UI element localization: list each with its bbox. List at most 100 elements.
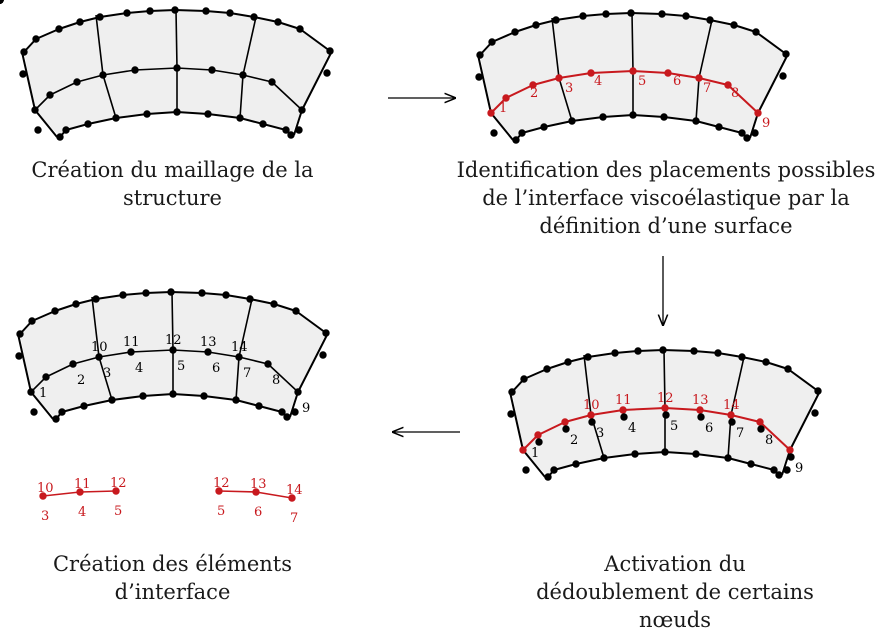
mesh-node (295, 126, 303, 134)
node-number-label: 7 (736, 426, 744, 441)
node-number-label: 1 (499, 101, 507, 116)
mesh-node (232, 396, 240, 404)
mesh-node (587, 69, 595, 77)
mesh-node (522, 466, 530, 474)
mesh-node (738, 353, 746, 361)
mesh-node (724, 454, 732, 462)
mesh-node (786, 446, 794, 454)
mesh-node (555, 74, 563, 82)
mesh-node (51, 307, 59, 315)
mesh-edge (522, 407, 791, 451)
mesh-edge (30, 349, 299, 393)
node-number-label: 8 (765, 433, 773, 448)
mesh-node (236, 114, 244, 122)
mesh-node (706, 16, 714, 24)
mesh-node (507, 410, 515, 418)
mesh-node (475, 73, 483, 81)
mesh-node (200, 392, 208, 400)
node-number-label: 13 (250, 477, 267, 492)
node-number-label: 12 (657, 391, 674, 406)
caption-line: Activation du (604, 552, 746, 576)
mesh-node (143, 110, 151, 118)
mesh-node (490, 129, 498, 137)
mesh-node (34, 126, 42, 134)
mesh-node (39, 492, 47, 500)
mesh-node (770, 466, 778, 474)
node-number-label: 5 (217, 504, 225, 519)
node-number-label: 2 (77, 373, 85, 388)
mesh-node (169, 346, 177, 354)
node-number-label: 2 (530, 86, 538, 101)
node-number-label: 9 (795, 461, 803, 476)
mesh-node (55, 25, 63, 33)
mesh-node (76, 488, 84, 496)
mesh-node (508, 388, 516, 396)
mesh-node (587, 411, 595, 419)
mesh-node (167, 288, 175, 296)
mesh-node (252, 488, 260, 496)
node-number-label: 12 (213, 476, 230, 491)
mesh-node (95, 353, 103, 361)
mesh-node (278, 408, 286, 416)
node-number-label: 1 (531, 446, 539, 461)
node-number-label: 11 (123, 335, 140, 350)
mesh-node (775, 471, 783, 479)
mesh-node (568, 117, 576, 125)
caption-line: Création des éléments (52, 552, 293, 576)
node-number-label: 8 (272, 373, 280, 388)
node-number-label: 6 (673, 74, 681, 89)
mesh-node (659, 346, 667, 354)
mesh-node (540, 123, 548, 131)
mesh-node (76, 18, 84, 26)
mesh-node (544, 473, 552, 481)
mesh-node (620, 413, 628, 421)
mesh-node (146, 7, 154, 15)
mesh-node (123, 9, 131, 17)
mesh-node (73, 78, 81, 86)
mesh-node (754, 109, 762, 117)
mesh-node (629, 67, 637, 75)
node-number-label: 5 (177, 359, 185, 374)
mesh-node (291, 408, 299, 416)
mesh-node (762, 358, 770, 366)
mesh-node (28, 317, 36, 325)
mesh-node (208, 66, 216, 74)
node-number-label: 1 (39, 386, 47, 401)
mesh-node (697, 413, 705, 421)
mesh-node (751, 129, 759, 137)
mesh-node (600, 454, 608, 462)
mesh-node (728, 418, 736, 426)
mesh-node (529, 81, 537, 89)
mesh-node (783, 466, 791, 474)
mesh-node (287, 131, 295, 139)
mesh-node (779, 72, 787, 80)
mesh-node (782, 50, 790, 58)
mesh-node (696, 406, 704, 414)
mesh-node (811, 409, 819, 417)
node-number-label: 8 (731, 86, 739, 101)
caption-line: de l’interface viscoélastique par la (482, 186, 850, 210)
mesh-node (239, 71, 247, 79)
mesh-node (246, 295, 254, 303)
mesh-node (535, 438, 543, 446)
caption-line: structure (123, 186, 222, 210)
mesh-node (602, 10, 610, 18)
mesh-node (222, 291, 230, 299)
mesh-node (611, 349, 619, 357)
mesh-node (627, 9, 635, 17)
mesh-node (15, 352, 23, 360)
mesh-node (296, 25, 304, 33)
mesh-node (661, 448, 669, 456)
node-number-label: 3 (596, 426, 604, 441)
mesh-node (756, 418, 764, 426)
node-number-label: 12 (110, 476, 127, 491)
mesh-node (19, 70, 27, 78)
mesh-node (323, 69, 331, 77)
mesh-node (690, 347, 698, 355)
mesh-node (714, 349, 722, 357)
node-number-label: 12 (165, 333, 182, 348)
node-number-label: 11 (615, 393, 632, 408)
caption-line: nœuds (638, 608, 712, 632)
